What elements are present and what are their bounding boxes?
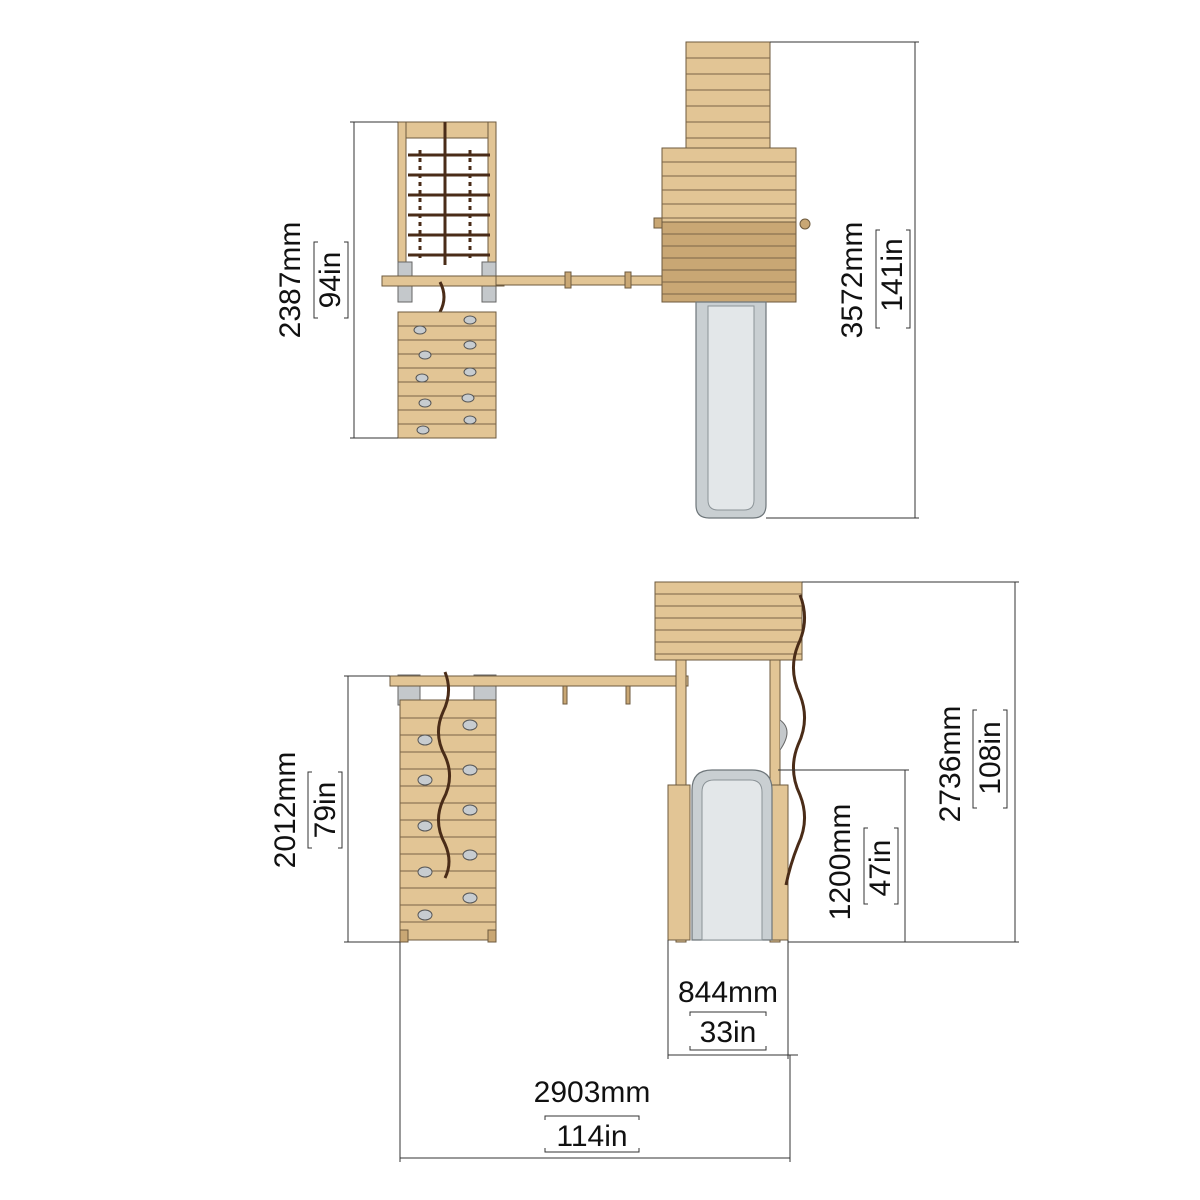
dim-top-right-height: 3572mm 141in — [766, 41, 919, 519]
cargo-net — [408, 122, 490, 265]
top-swing-hook-1 — [564, 271, 572, 289]
front-tower-module — [654, 581, 806, 943]
climbing-holds — [413, 315, 477, 435]
roof-right-knob — [799, 218, 811, 230]
top-slide-bed — [707, 305, 755, 511]
front-roof — [654, 581, 803, 661]
front-slide-bed — [701, 779, 763, 941]
front-wall-left-foot — [399, 929, 409, 943]
dim-front-total-width-mm: 2903mm — [534, 1076, 651, 1109]
front-view: 2012mm 79in 1200mm 47in 2736mm 108in — [269, 581, 1019, 1162]
top-right-post — [487, 121, 497, 283]
front-climbing-rope — [437, 671, 451, 879]
top-roof-lower — [661, 221, 797, 303]
top-swing-hook-2 — [624, 271, 632, 289]
dim-front-wall-height-in: 79in — [309, 782, 342, 839]
dim-top-right-height-in: 141in — [876, 238, 909, 311]
front-handle — [779, 719, 788, 751]
top-crossbeam — [397, 121, 497, 139]
top-left-post — [397, 121, 407, 283]
roof-planks — [662, 161, 796, 295]
front-climbing-wall-module — [389, 671, 689, 943]
dim-top-left-height-mm: 2387mm — [274, 222, 307, 339]
front-climbing-holds — [417, 719, 478, 921]
dim-front-total-width: 2903mm 114in — [399, 942, 791, 1162]
front-roof-planks — [655, 593, 802, 655]
dim-top-left-height: 2387mm 94in — [274, 121, 398, 439]
top-platform-extension — [685, 41, 771, 149]
top-view-climbing-module — [381, 121, 505, 439]
extension-planks — [686, 57, 770, 139]
front-swing-beam — [389, 675, 689, 687]
top-roof-upper — [661, 147, 797, 223]
top-view: 2387mm 94in 3572mm 141in — [274, 41, 919, 519]
dim-front-total-height-in: 108in — [974, 721, 1007, 794]
top-swing-beam-end — [381, 275, 505, 287]
dim-front-wall-height-mm: 2012mm — [269, 752, 302, 869]
front-climbing-rope-tower — [784, 594, 806, 886]
dim-top-left-height-in: 94in — [314, 252, 347, 309]
dim-top-right-height-mm: 3572mm — [836, 222, 869, 339]
dim-front-total-width-in: 114in — [556, 1120, 627, 1153]
dim-front-slide-width-in: 33in — [700, 1016, 757, 1049]
dim-front-deck-height-in: 47in — [864, 840, 897, 897]
roof-left-bracket — [653, 217, 663, 229]
front-tower-left-panel — [667, 784, 691, 941]
front-wall-right-foot — [487, 929, 497, 943]
dim-front-slide-width-mm: 844mm — [678, 976, 778, 1009]
climbing-wall-top — [397, 311, 497, 439]
dim-front-slide-width: 844mm 33in — [667, 940, 798, 1059]
top-swing-beam — [495, 275, 663, 286]
dim-front-total-height-mm: 2736mm — [934, 706, 967, 823]
dim-front-wall-height: 2012mm 79in — [269, 675, 400, 943]
dim-front-deck-height: 1200mm 47in — [778, 769, 909, 943]
top-view-tower-module — [653, 41, 811, 519]
dim-front-total-height: 2736mm 108in — [802, 581, 1019, 943]
front-swing-hook-2 — [625, 685, 631, 705]
dim-front-deck-height-mm: 1200mm — [824, 804, 857, 921]
front-swing-hook-1 — [562, 685, 568, 705]
climbing-wall-planks — [398, 325, 496, 425]
